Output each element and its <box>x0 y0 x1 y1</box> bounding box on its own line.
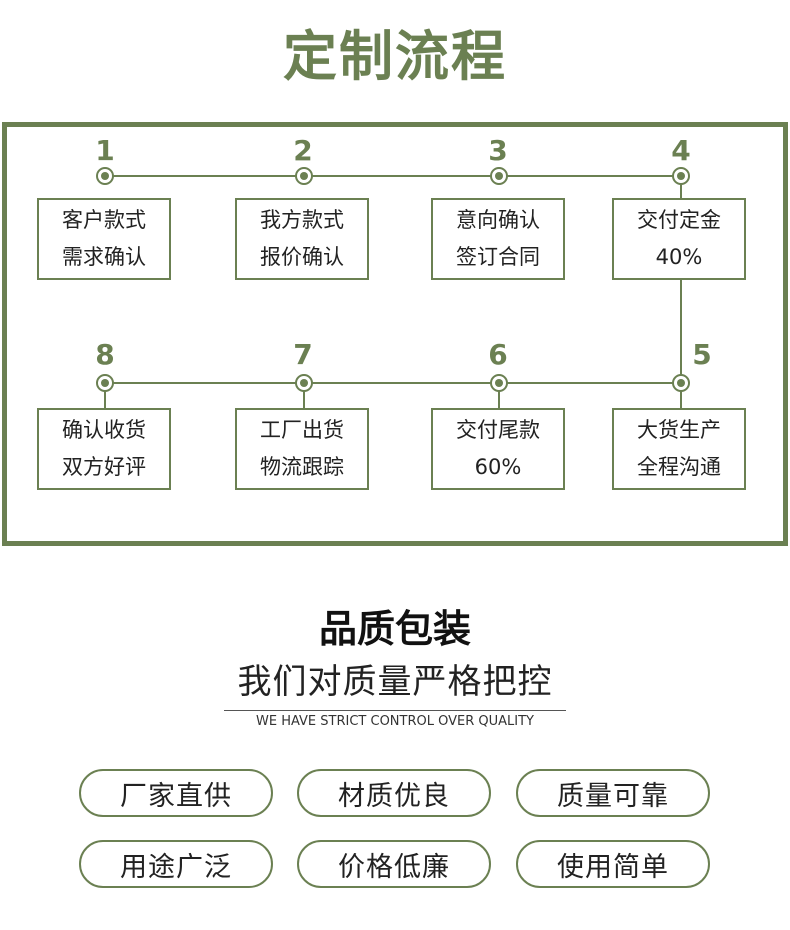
step-6-box: 交付尾款 60% <box>431 408 565 490</box>
divider <box>224 710 566 711</box>
step-7-box: 工厂出货 物流跟踪 <box>235 408 369 490</box>
step-4-line2: 40% <box>655 245 703 269</box>
step-3-box: 意向确认 签订合同 <box>431 198 565 280</box>
quality-subtitle: 我们对质量严格把控 <box>237 662 553 702</box>
step-7-line2: 物流跟踪 <box>260 455 344 479</box>
connector-line-step8 <box>104 382 106 410</box>
quality-english-caption: WE HAVE STRICT CONTROL OVER QUALITY <box>256 714 534 729</box>
step-1-line1: 客户款式 <box>62 208 146 232</box>
step-8-node <box>96 374 114 392</box>
step-5-box: 大货生产 全程沟通 <box>612 408 746 490</box>
step-3-node <box>490 167 508 185</box>
step-2-box: 我方款式 报价确认 <box>235 198 369 280</box>
tag-factory-direct: 厂家直供 <box>79 769 273 817</box>
step-1-box: 客户款式 需求确认 <box>37 198 171 280</box>
step-1-node <box>96 167 114 185</box>
connector-line-right <box>680 278 682 383</box>
step-5-number: 5 <box>692 338 712 371</box>
step-8-line1: 确认收货 <box>62 418 146 442</box>
quality-title: 品质包装 <box>318 607 471 651</box>
connector-line-top <box>105 175 681 177</box>
step-3-line2: 签订合同 <box>456 245 540 269</box>
page-title: 定制流程 <box>283 25 507 88</box>
step-4-line1: 交付定金 <box>637 208 721 232</box>
tag-easy-to-use: 使用简单 <box>516 840 710 888</box>
step-2-number: 2 <box>293 134 313 167</box>
connector-line-step7 <box>303 382 305 410</box>
connector-line-bottom <box>105 382 681 384</box>
step-7-node <box>295 374 313 392</box>
step-5-line2: 全程沟通 <box>637 455 721 479</box>
connector-line-step4 <box>680 175 682 199</box>
step-7-line1: 工厂出货 <box>260 418 344 442</box>
tag-reliable-quality: 质量可靠 <box>516 769 710 817</box>
step-7-number: 7 <box>293 338 313 371</box>
step-8-line2: 双方好评 <box>62 455 146 479</box>
connector-line-step6 <box>498 382 500 410</box>
step-5-node <box>672 374 690 392</box>
step-4-box: 交付定金 40% <box>612 198 746 280</box>
step-3-line1: 意向确认 <box>456 208 540 232</box>
step-4-number: 4 <box>671 134 691 167</box>
connector-line-step5 <box>680 382 682 410</box>
tag-wide-usage: 用途广泛 <box>79 840 273 888</box>
step-8-box: 确认收货 双方好评 <box>37 408 171 490</box>
step-2-line1: 我方款式 <box>260 208 344 232</box>
step-1-number: 1 <box>95 134 115 167</box>
step-6-number: 6 <box>488 338 508 371</box>
step-2-line2: 报价确认 <box>260 245 344 269</box>
step-6-line1: 交付尾款 <box>456 418 540 442</box>
step-5-line1: 大货生产 <box>637 418 721 442</box>
step-8-number: 8 <box>95 338 115 371</box>
step-6-node <box>490 374 508 392</box>
step-2-node <box>295 167 313 185</box>
step-1-line2: 需求确认 <box>62 245 146 269</box>
step-6-line2: 60% <box>474 455 522 479</box>
step-3-number: 3 <box>488 134 508 167</box>
step-4-node <box>672 167 690 185</box>
tag-low-price: 价格低廉 <box>297 840 491 888</box>
tag-quality-material: 材质优良 <box>297 769 491 817</box>
